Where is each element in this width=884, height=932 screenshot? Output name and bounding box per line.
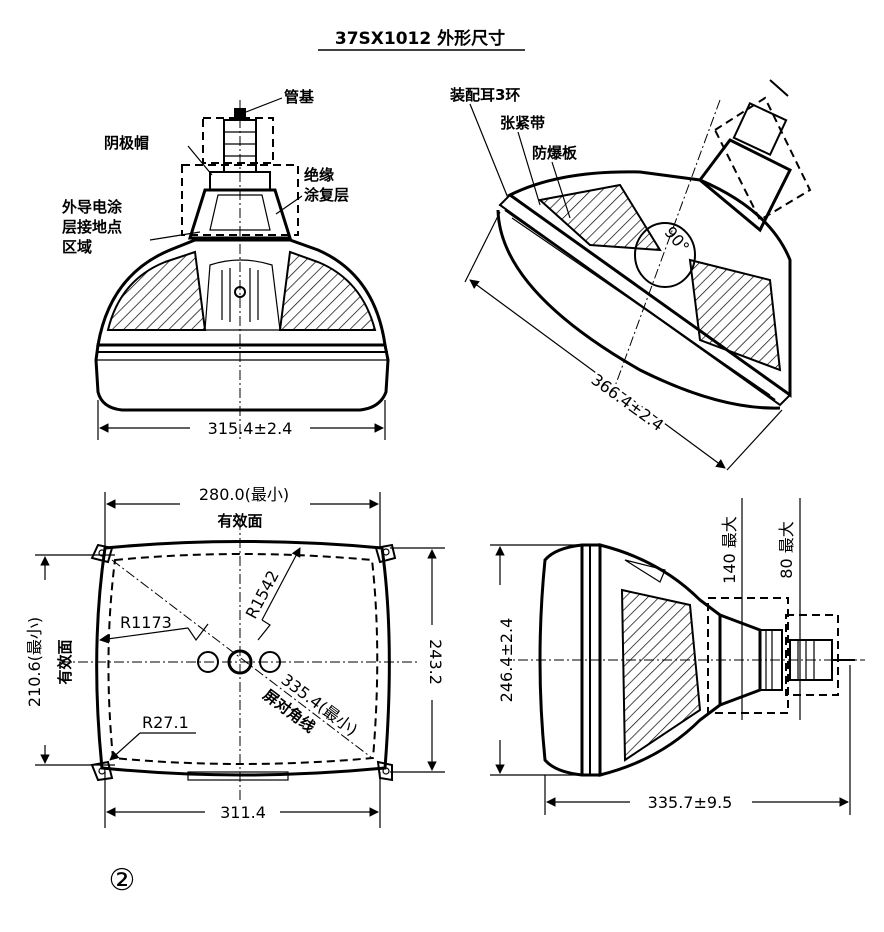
dim-left: 210.6(最小)	[25, 617, 44, 707]
face-view-outline	[95, 540, 391, 777]
face-view-lug-bl	[90, 760, 114, 782]
front-view-neck-cone	[187, 188, 293, 240]
label-insulating-2: 涂复层	[304, 186, 349, 204]
front-view-neck-outline	[181, 164, 299, 236]
face-view-circle-right	[259, 651, 281, 673]
perspective-coating-2	[688, 258, 782, 372]
label-angle: 90°	[661, 223, 694, 257]
side-view-base-envelope	[785, 614, 839, 696]
dim-r27: R27.1	[142, 713, 189, 732]
label-mounting-ear: 装配耳3环	[449, 86, 520, 104]
side-view-neck-envelope	[707, 597, 789, 714]
face-view-lug-tr	[374, 543, 397, 564]
dim-perspective-diag: 366.4±2.4	[588, 370, 668, 435]
dim-perspective-diag-line	[469, 279, 726, 469]
dim-side-length: 335.7±9.5	[648, 793, 733, 812]
figure-number: ②	[109, 863, 136, 898]
face-view-lug-br	[376, 760, 393, 782]
label-base: 管基	[284, 88, 315, 106]
dim-right: 243.2	[426, 639, 445, 685]
label-coating-1: 外导电涂	[61, 198, 123, 216]
dim-r1173: R1173	[120, 613, 172, 632]
dim-neck-80: 80 最大	[777, 521, 796, 578]
face-view-circle-center	[227, 649, 253, 675]
face-view-circle-left	[197, 651, 219, 673]
perspective-neck-outline	[713, 96, 812, 222]
label-coating-2: 层接地点	[62, 218, 122, 236]
label-coating-3: 区域	[62, 238, 92, 256]
label-cathode-cap: 阴极帽	[104, 134, 149, 152]
dim-neck-140: 140 最大	[720, 516, 739, 584]
label-insulating-1: 绝缘	[304, 166, 334, 184]
perspective-view: 装配耳3环 张紧带 防爆板 90° 366.4±2.4	[449, 79, 812, 471]
front-view-funnel	[96, 238, 387, 347]
front-view: 管基 阴极帽 绝缘 涂复层 外导电涂 层接地点 区域 315.4±2.4	[61, 88, 390, 440]
label-implosion-panel: 防爆板	[532, 144, 578, 162]
label-effective-face-left: 有效面	[56, 639, 74, 684]
perspective-axis	[609, 99, 721, 401]
front-view-coating-right	[278, 250, 377, 331]
side-view: 246.4±2.4 140 最大 80 最大 335.7±9.5	[490, 498, 865, 815]
face-view-diagonal	[111, 559, 373, 759]
dim-r1542: R1542	[242, 567, 283, 622]
side-view-faceplate	[538, 543, 602, 777]
front-view-coating-left	[106, 250, 207, 331]
perspective-neck	[697, 138, 793, 233]
face-view-effective-area	[107, 553, 379, 765]
face-view: R1173 R1542 R27.1 335.4(最小) 屏对角线 280.0(最…	[25, 485, 445, 828]
perspective-base	[732, 101, 788, 157]
side-view-coating	[620, 588, 702, 762]
face-view-bottom-tab	[187, 771, 289, 781]
front-view-faceplate	[94, 343, 390, 412]
label-effective-face-top: 有效面	[217, 512, 262, 530]
drawing-title: 37SX1012 外形尺寸	[335, 28, 505, 49]
perspective-coating-1	[537, 183, 662, 252]
dim-front-width: 315.4±2.4	[208, 419, 293, 438]
label-tension-band: 张紧带	[500, 114, 545, 132]
dim-top: 280.0(最小)	[199, 485, 289, 504]
dim-side-height: 246.4±2.4	[497, 618, 516, 703]
front-view-base-outline	[202, 117, 274, 164]
dim-bottom: 311.4	[220, 803, 266, 822]
face-view-lug-tl	[90, 543, 114, 564]
